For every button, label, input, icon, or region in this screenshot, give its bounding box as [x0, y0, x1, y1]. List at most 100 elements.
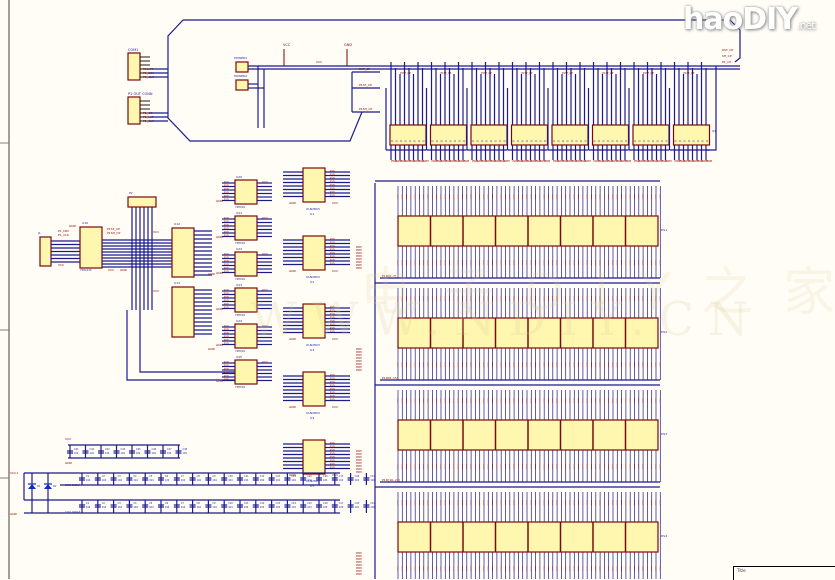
uln-driver-body[interactable]	[302, 439, 326, 475]
cap-value: 104	[260, 479, 265, 482]
connector-com1-body[interactable]	[127, 52, 141, 81]
driver-chip-body[interactable]	[672, 124, 711, 146]
inverter-chip-body[interactable]	[234, 359, 258, 385]
inverter-chip-body[interactable]	[234, 179, 258, 205]
led-bank[interactable]: ||||||||||||||||||||||||||||||||||||||||…	[356, 384, 667, 483]
inverter-chip-body[interactable]	[234, 323, 258, 349]
uln-driver-chip[interactable]: ULN2803U5P1DP1DP1DP1DP1DP1DP1DP1DGNDVCC	[283, 439, 350, 488]
led-bank[interactable]: ||||||||||||||||||||||||||||||||||||||||…	[356, 282, 667, 381]
net-label: |	[414, 398, 416, 404]
connector-j1[interactable]	[39, 236, 52, 267]
inverter-chip-body[interactable]	[234, 215, 258, 241]
inverter-chip-body[interactable]	[234, 287, 258, 313]
inverter-chip-body[interactable]	[234, 251, 258, 277]
uln-driver-body[interactable]	[302, 371, 326, 407]
uln-driver-body[interactable]	[302, 303, 326, 339]
chip-u13[interactable]	[171, 286, 195, 338]
tvs-diode[interactable]: D1	[28, 473, 41, 513]
led-bank[interactable]: ||||||||||||||||||||||||||||||||||||||||…	[356, 180, 667, 279]
chip-u12[interactable]	[171, 227, 195, 278]
tvs-diode[interactable]: D2	[44, 473, 57, 513]
chip-u10[interactable]	[79, 226, 103, 269]
net-label: |	[492, 260, 494, 266]
power-connector-2[interactable]	[235, 79, 249, 91]
power-connector-1[interactable]	[235, 61, 249, 73]
uln-driver-body[interactable]	[302, 235, 326, 271]
net-label: |	[406, 194, 408, 200]
connector-p2[interactable]	[127, 196, 157, 208]
connector-p1-out-body[interactable]	[127, 96, 141, 125]
uln-driver-body[interactable]	[302, 167, 326, 203]
led-bank[interactable]: ||||||||||||||||||||||||||||||||||||||||…	[356, 486, 667, 579]
